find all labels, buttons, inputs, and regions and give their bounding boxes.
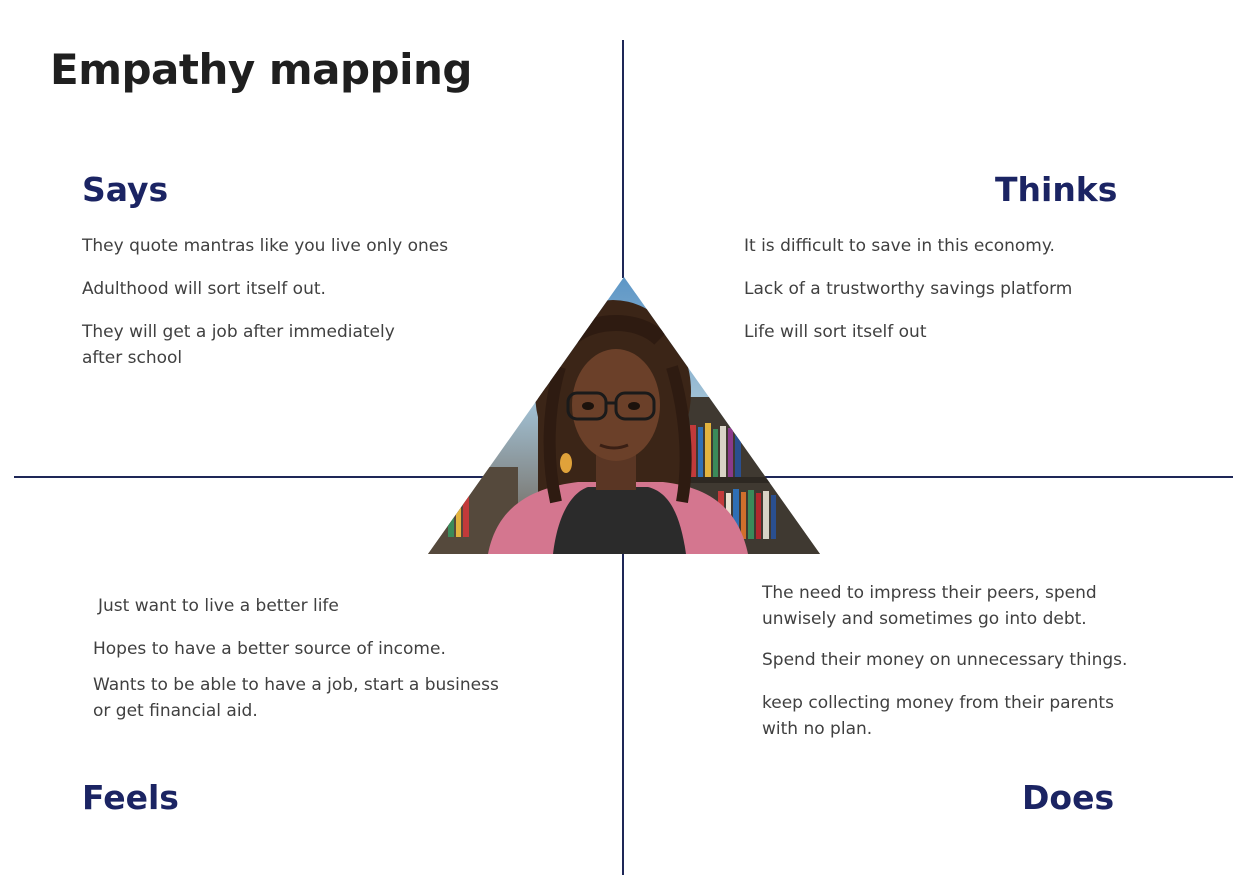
vertical-axis-bottom bbox=[622, 554, 624, 875]
thinks-item: It is difficult to save in this economy. bbox=[744, 236, 1055, 256]
says-item: Adulthood will sort itself out. bbox=[82, 279, 326, 299]
does-item: Spend their money on unnecessary things. bbox=[762, 650, 1128, 670]
thinks-item: Lack of a trustworthy savings platform bbox=[744, 279, 1073, 299]
says-item: They quote mantras like you live only on… bbox=[82, 236, 449, 256]
feels-heading: Feels bbox=[82, 778, 179, 817]
does-item: keep collecting money from their parents… bbox=[762, 693, 1114, 739]
horizontal-axis-left bbox=[14, 476, 484, 478]
thinks-item: Life will sort itself out bbox=[744, 322, 927, 342]
says-item: They will get a job after immediately af… bbox=[82, 322, 395, 368]
feels-item: Wants to be able to have a job, start a … bbox=[93, 675, 499, 721]
feels-item: Hopes to have a better source of income. bbox=[93, 639, 446, 659]
says-heading: Says bbox=[82, 170, 169, 209]
does-item: The need to impress their peers, spend u… bbox=[762, 583, 1097, 629]
does-heading: Does bbox=[1022, 778, 1115, 817]
horizontal-axis-right bbox=[762, 476, 1233, 478]
vertical-axis-top bbox=[622, 40, 624, 278]
persona-photo bbox=[428, 277, 820, 554]
thinks-heading: Thinks bbox=[995, 170, 1118, 209]
feels-item: Just want to live a better life bbox=[98, 596, 339, 616]
page-title: Empathy mapping bbox=[50, 45, 472, 94]
